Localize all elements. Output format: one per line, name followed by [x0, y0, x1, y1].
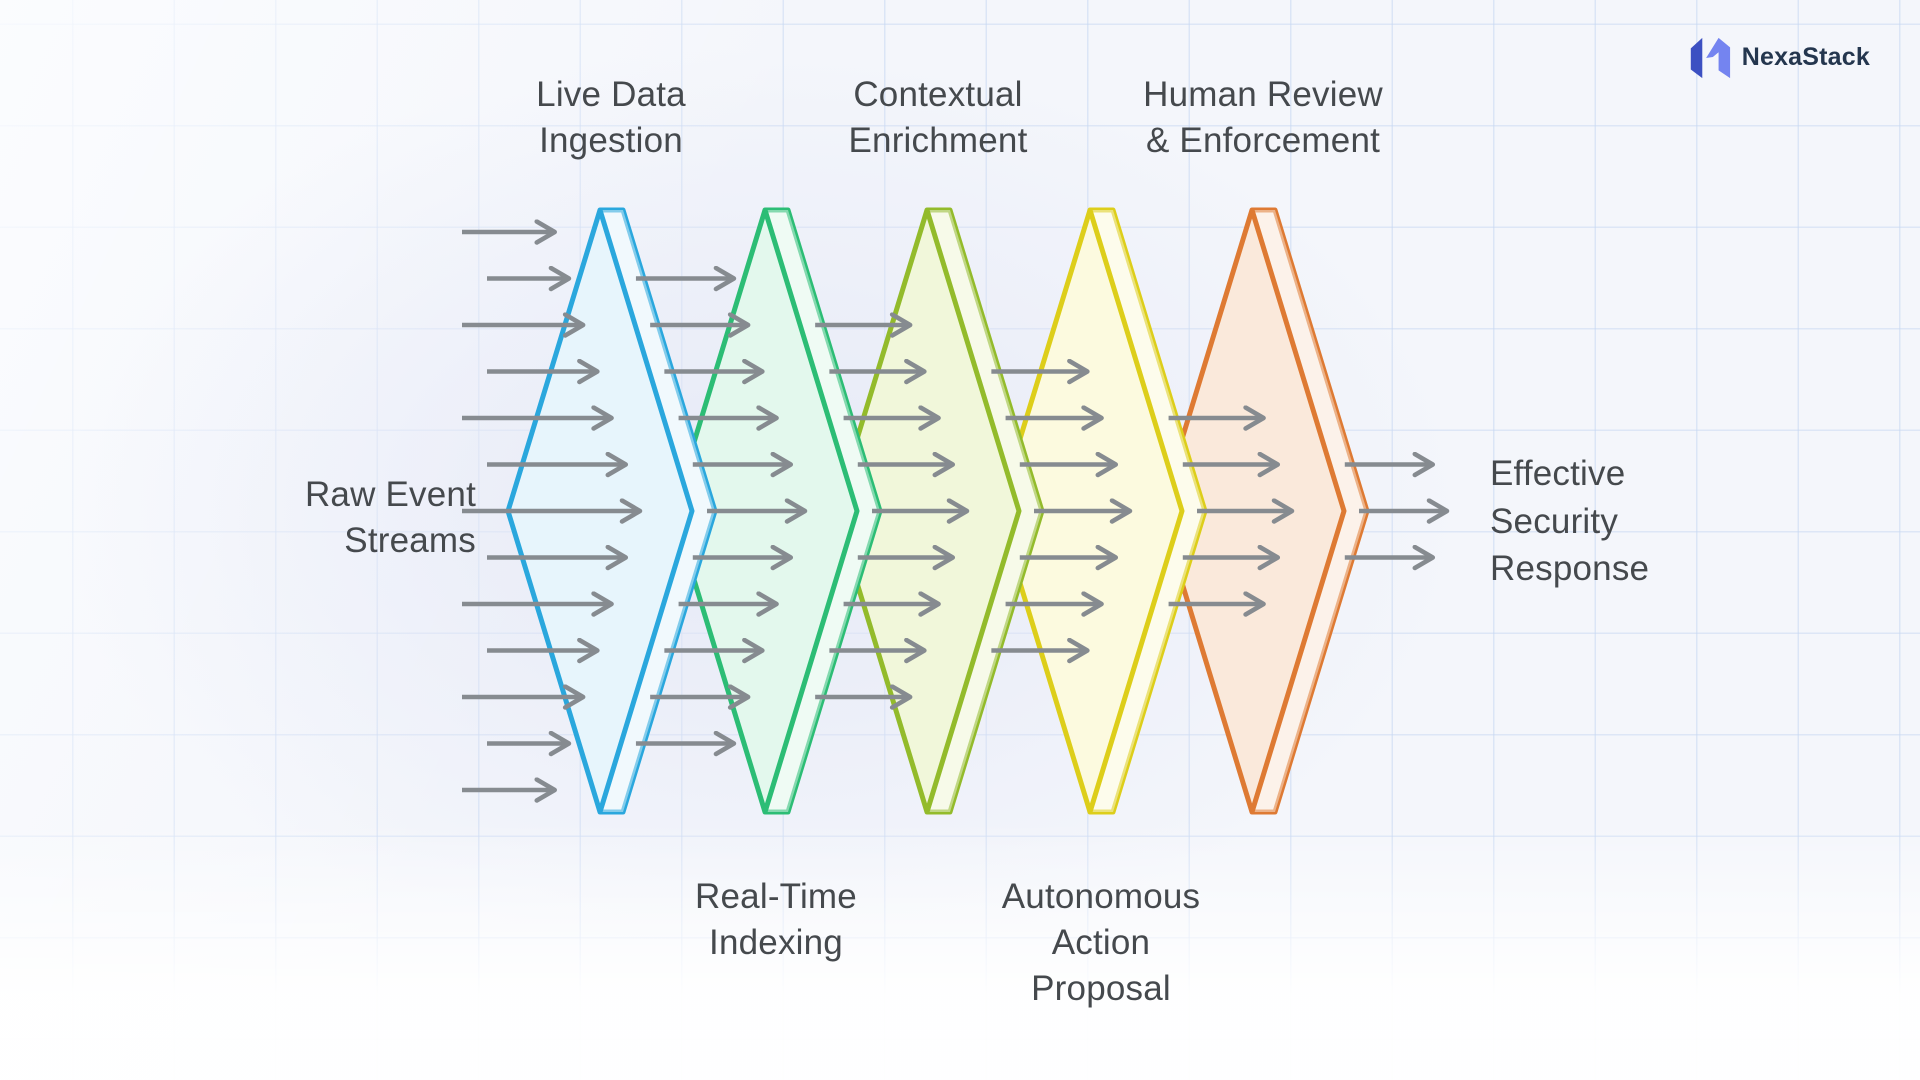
brand-name: NexaStack — [1741, 42, 1870, 71]
nexastack-logo-icon — [1690, 37, 1730, 79]
stage-label-human-review-enforcement: Human Review & Enforcement — [1143, 75, 1383, 161]
flow-arrows — [462, 232, 1447, 790]
stage-label-contextual-enrichment: Contextual Enrichment — [848, 75, 1028, 161]
stage-label-autonomous-action-proposal: Autonomous Action Proposal — [1001, 877, 1201, 1009]
brand-logo: NexaStack — [1686, 33, 1870, 81]
stage-label-live-data-ingestion: Live Data Ingestion — [536, 75, 686, 161]
input-label-raw-event-streams: Raw Event Streams — [304, 475, 476, 561]
output-label-effective-security-response: Effective Security Response — [1490, 454, 1650, 589]
stage-label-real-time-indexing: Real-Time Indexing — [695, 877, 857, 963]
